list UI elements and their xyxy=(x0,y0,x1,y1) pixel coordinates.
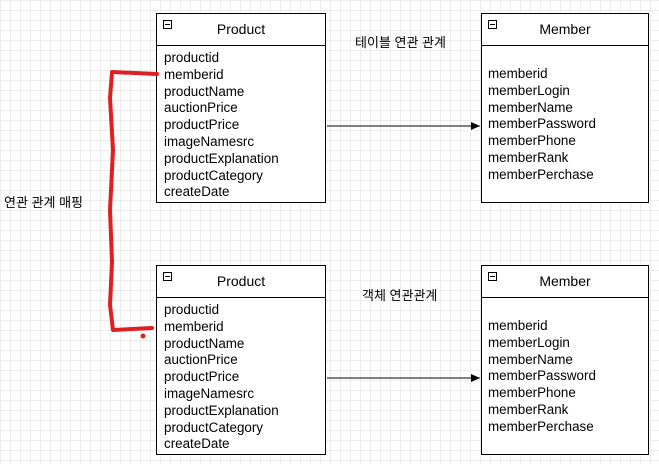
table-relation-label: 테이블 연관 관계 xyxy=(355,35,446,50)
object-relation-label: 객체 연관관계 xyxy=(362,288,438,303)
entity-header: Product xyxy=(157,14,325,46)
entity-fields: memberid memberLogin memberName memberPa… xyxy=(482,46,648,184)
entity-field: memberPassword xyxy=(488,368,596,384)
collapse-icon[interactable] xyxy=(163,20,172,29)
entity-field: productid xyxy=(164,302,220,317)
entity-field: imageNamesrc xyxy=(164,385,255,401)
entity-title: Product xyxy=(216,273,266,289)
entity-field: memberPassword xyxy=(488,116,596,132)
entity-fields: productid memberid productName auctionPr… xyxy=(157,298,325,453)
entity-field: memberPhone xyxy=(488,385,576,401)
entity-field: memberid xyxy=(164,66,224,82)
entity-field: memberPhone xyxy=(488,133,576,149)
entity-title: Product xyxy=(216,21,266,37)
entity-field: memberLogin xyxy=(488,82,570,98)
entity-field: auctionPrice xyxy=(164,100,238,116)
entity-field: memberName xyxy=(488,351,573,367)
entity-field: createDate xyxy=(164,436,230,452)
collapse-icon[interactable] xyxy=(488,20,497,29)
entity-field: productid xyxy=(164,50,220,65)
entity-title: Member xyxy=(539,21,591,37)
entity-field: productName xyxy=(164,83,245,99)
entity-field: memberid xyxy=(488,66,548,81)
entity-field: productCategory xyxy=(164,419,263,435)
entity-field: imageNamesrc xyxy=(164,133,255,149)
mapping-dot xyxy=(140,333,146,339)
entity-header: Member xyxy=(482,266,648,298)
mapping-bracket xyxy=(108,70,159,332)
mapping-label: 연관 관계 매핑 xyxy=(4,195,83,210)
entity-field: memberid xyxy=(164,318,224,334)
entity-header: Member xyxy=(482,14,648,46)
entity-field: auctionPrice xyxy=(164,352,238,368)
entity-field: productCategory xyxy=(164,167,263,183)
entity-fields: memberid memberLogin memberName memberPa… xyxy=(482,298,648,436)
entity-title: Member xyxy=(539,273,591,289)
entity-field: memberid xyxy=(488,318,548,333)
entity-field: createDate xyxy=(164,184,230,200)
entity-field: memberRank xyxy=(488,149,569,165)
bottom-product-entity[interactable]: Product productid memberid productName a… xyxy=(156,265,326,455)
bottom-member-entity[interactable]: Member memberid memberLogin memberName m… xyxy=(481,265,649,455)
entity-field: memberPerchase xyxy=(488,166,594,182)
entity-header: Product xyxy=(157,266,325,298)
entity-field: memberRank xyxy=(488,401,569,417)
entity-field: productExplanation xyxy=(164,150,279,166)
entity-field: memberName xyxy=(488,99,573,115)
top-product-entity[interactable]: Product productid memberid productName a… xyxy=(156,13,326,203)
entity-field: productPrice xyxy=(164,369,240,385)
entity-field: productPrice xyxy=(164,117,240,133)
collapse-icon[interactable] xyxy=(488,272,497,281)
entity-field: memberPerchase xyxy=(488,418,594,434)
top-member-entity[interactable]: Member memberid memberLogin memberName m… xyxy=(481,13,649,203)
entity-fields: productid memberid productName auctionPr… xyxy=(157,46,325,201)
entity-field: productExplanation xyxy=(164,402,279,418)
entity-field: productName xyxy=(164,335,245,351)
collapse-icon[interactable] xyxy=(163,272,172,281)
entity-field: memberLogin xyxy=(488,334,570,350)
